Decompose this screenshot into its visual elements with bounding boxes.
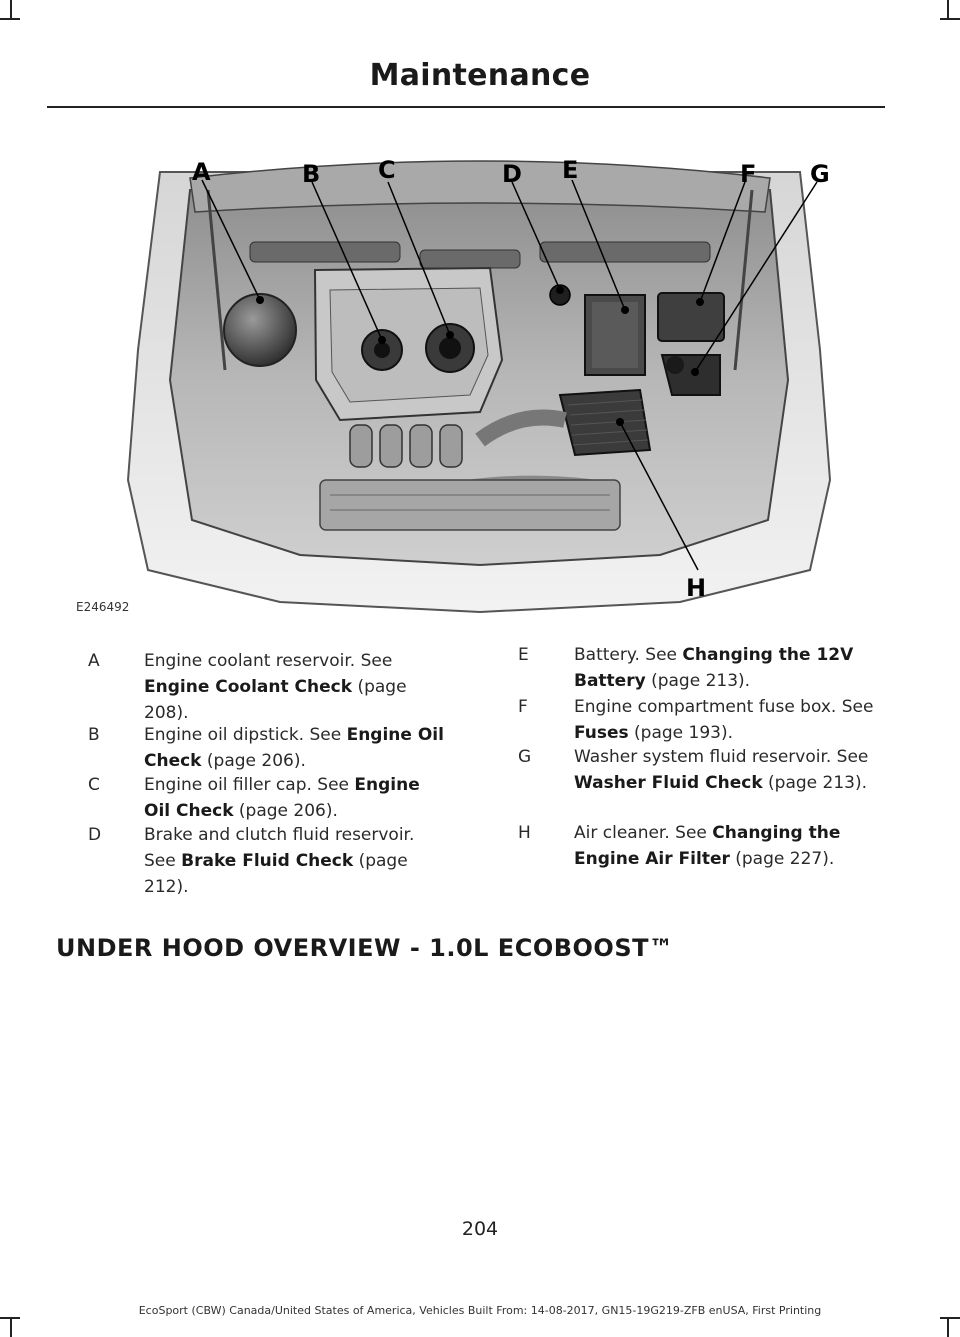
callout-f: F	[740, 160, 756, 188]
xref-link[interactable]: Washer Fluid Check	[574, 773, 763, 793]
footer-text: EcoSport (CBW) Canada/United States of A…	[138, 1304, 822, 1317]
legend-key: F	[518, 697, 528, 717]
page-title: Maintenance	[369, 58, 591, 93]
crop-mark-bottom-right-h	[940, 1317, 960, 1319]
legend-key: G	[518, 747, 532, 767]
callout-a: A	[192, 158, 211, 186]
crop-mark-top-left-v	[10, 0, 12, 20]
crop-mark-bottom-left-v	[10, 1317, 12, 1337]
callout-b: B	[302, 160, 320, 188]
callout-h: H	[686, 574, 706, 602]
callout-c: C	[378, 156, 396, 184]
page-number: 204	[461, 1218, 499, 1240]
callout-g: G	[810, 160, 830, 188]
header-rule	[47, 106, 885, 108]
xref-link[interactable]: Engine Coolant Check	[144, 677, 353, 697]
crop-mark-top-left-h	[0, 18, 20, 20]
xref-link[interactable]: Engine Oil Check	[144, 775, 420, 821]
callout-e: E	[562, 156, 578, 184]
crop-mark-top-right-h	[940, 18, 960, 20]
legend-key: H	[518, 823, 531, 843]
xref-link[interactable]: Brake Fluid Check	[181, 851, 354, 871]
crop-mark-bottom-right-v	[947, 1317, 949, 1337]
legend-key: D	[88, 825, 102, 845]
legend-key: C	[88, 775, 100, 795]
section-heading: UNDER HOOD OVERVIEW - 1.0L ECOBOOST™	[56, 934, 674, 962]
legend-desc: Brake and clutch fluid reservoir. See Br…	[144, 825, 415, 897]
legend-desc: Engine coolant reservoir. See Engine Coo…	[144, 651, 407, 723]
engine-bay-illustration: A B C D E F G H	[126, 156, 832, 614]
legend-key: E	[518, 645, 529, 665]
crop-mark-top-right-v	[947, 0, 949, 20]
figure-id: E246492	[76, 600, 130, 614]
callout-d: D	[502, 160, 522, 188]
legend-desc: Battery. See Changing the 12V Battery (p…	[574, 645, 854, 691]
legend-desc: Engine oil dipstick. See Engine Oil Chec…	[144, 725, 444, 771]
legend-desc: Engine oil filler cap. See Engine Oil Ch…	[144, 775, 420, 821]
legend-desc: Washer system fluid reservoir. See Washe…	[574, 747, 869, 793]
legend-desc: Air cleaner. See Changing the Engine Air…	[574, 823, 841, 869]
xref-link[interactable]: Changing the 12V Battery	[574, 645, 854, 691]
xref-link[interactable]: Changing the Engine Air Filter	[574, 823, 841, 869]
legend-key: B	[88, 725, 100, 745]
xref-link[interactable]: Engine Oil Check	[144, 725, 444, 771]
xref-link[interactable]: Fuses	[574, 723, 629, 743]
legend-key: A	[88, 651, 100, 671]
crop-mark-bottom-left-h	[0, 1317, 20, 1319]
legend-desc: Engine compartment fuse box. See Fuses (…	[574, 697, 874, 743]
